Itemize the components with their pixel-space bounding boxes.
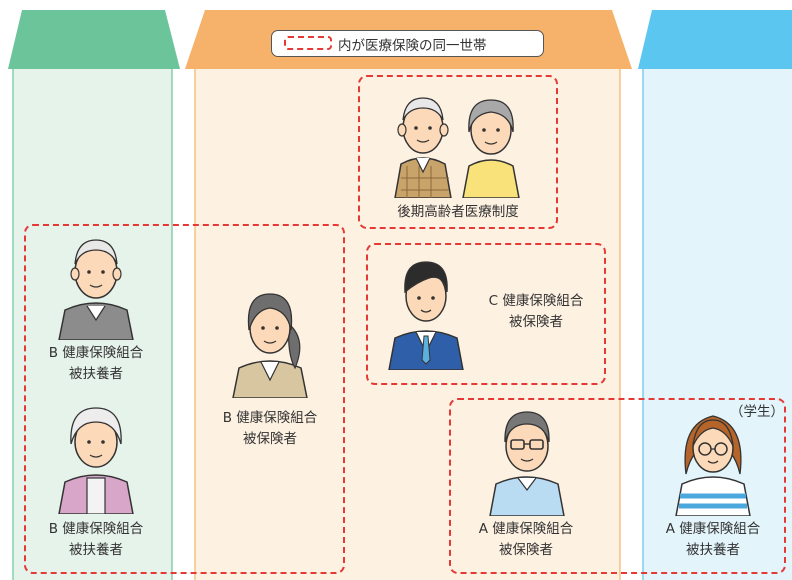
grandma-b-figure [58, 407, 134, 514]
daughter-a-figure [675, 415, 751, 516]
father-a-line2: 被保険者 [499, 542, 553, 558]
son-c-line1: C 健康保険組合 [488, 293, 584, 309]
son-c-line2: 被保険者 [509, 314, 563, 330]
grandma-b-line1: B 健康保険組合 [48, 521, 144, 537]
grandma-b-line2: 被扶養者 [69, 542, 123, 558]
elderly-couple-label: 後期高齢者医療制度 [397, 204, 519, 220]
grandpa-b-line2: 被扶養者 [69, 366, 123, 382]
mother-b-line2: 被保険者 [243, 431, 297, 447]
mother-b-caption: B 健康保険組合 被保険者 [196, 408, 344, 450]
mother-b-figure [232, 293, 308, 398]
daughter-a-line2: 被扶養者 [686, 542, 740, 558]
green-house-roof [8, 10, 180, 69]
mother-b-line1: B 健康保険組合 [222, 410, 318, 426]
father-a-line1: A 健康保険組合 [478, 521, 574, 537]
household-box-c [366, 243, 606, 385]
daughter-a-caption: A 健康保険組合 被扶養者 [640, 519, 786, 561]
father-a-caption: A 健康保険組合 被保険者 [456, 519, 596, 561]
household-box-b [24, 224, 345, 574]
household-box-a [449, 398, 786, 574]
father-a-figure [489, 411, 565, 516]
grandma-b-caption: B 健康保険組合 被扶養者 [24, 519, 168, 561]
daughter-a-line1: A 健康保険組合 [665, 521, 761, 537]
elderly-couple-figure [394, 97, 520, 198]
blue-house-roof [638, 10, 792, 69]
daughter-a-note-text: （学生） [730, 404, 784, 420]
son-c-figure [388, 261, 464, 370]
legend-dashed-sample [284, 36, 332, 50]
legend: 内が医療保険の同一世帯 [271, 30, 544, 57]
grandpa-b-caption: B 健康保険組合 被扶養者 [24, 343, 168, 385]
elderly-couple-caption: 後期高齢者医療制度 [358, 202, 558, 223]
household-box-elderly [358, 75, 558, 229]
daughter-a-note: （学生） [727, 402, 787, 423]
son-c-caption: C 健康保険組合 被保険者 [466, 291, 606, 333]
legend-text: 内が医療保険の同一世帯 [338, 38, 487, 54]
grandpa-b-figure [58, 239, 134, 340]
grandpa-b-line1: B 健康保険組合 [48, 345, 144, 361]
